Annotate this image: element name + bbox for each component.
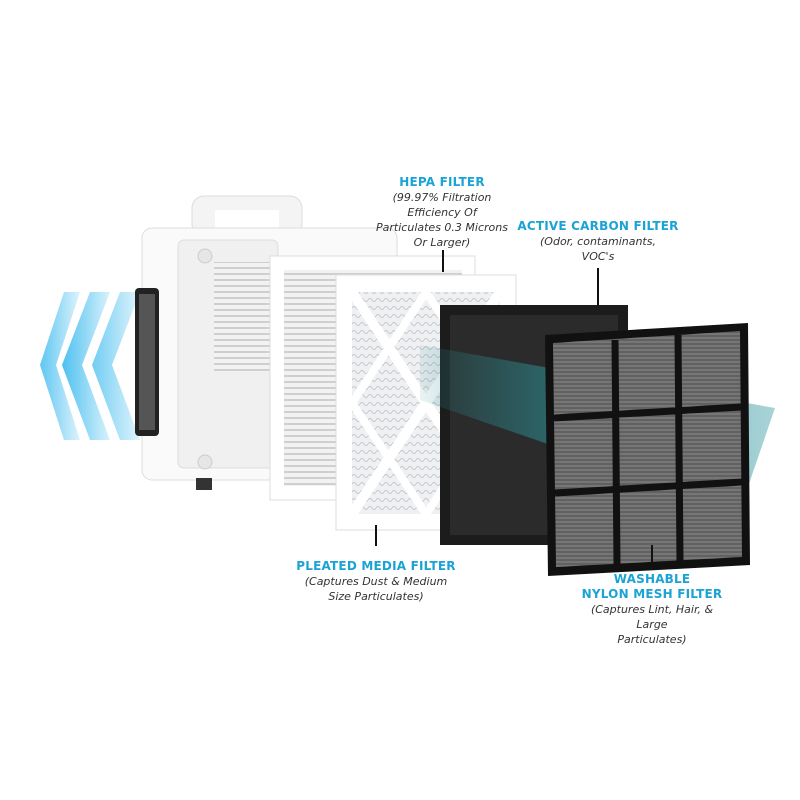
carbon-filter-label: ACTIVE CARBON FILTER (Odor, contaminants…: [517, 219, 679, 263]
airflow-arrows-icon: [40, 292, 140, 440]
hepa-filter-label: HEPA FILTER (99.97% Filtration Efficienc…: [376, 175, 508, 249]
nylon-mesh-filter-panel: [545, 323, 750, 576]
nylon-filter-label: WASHABLE NYLON MESH FILTER (Captures Lin…: [581, 572, 723, 646]
pleated-filter-label: PLEATED MEDIA FILTER (Captures Dust & Me…: [296, 559, 456, 603]
